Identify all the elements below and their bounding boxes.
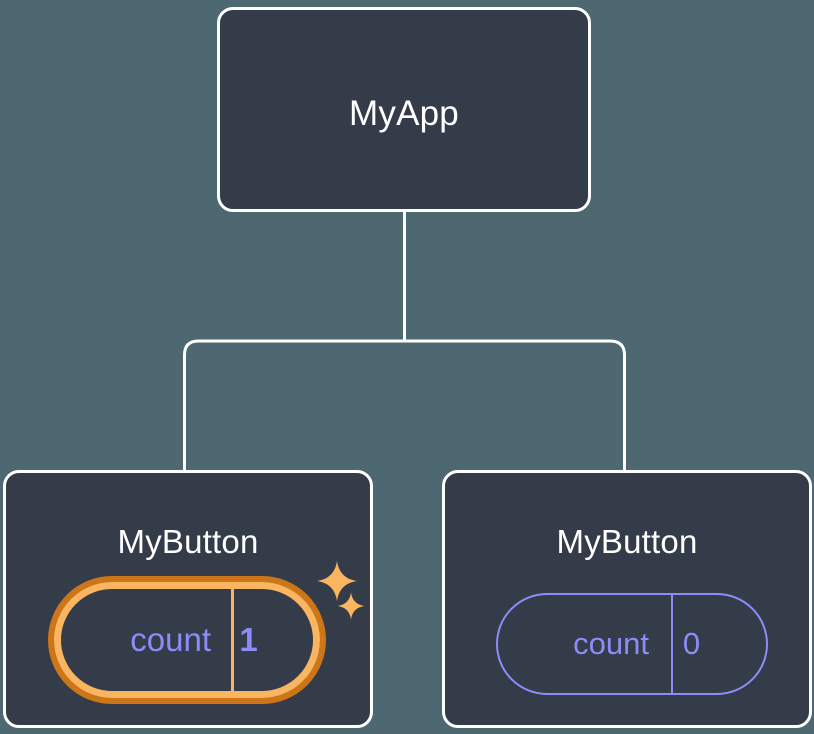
node-mybutton-right-label: MyButton: [556, 523, 698, 560]
node-myapp-label: MyApp: [349, 94, 459, 133]
node-myapp[interactable]: MyApp: [217, 7, 591, 212]
state-pill-count-plain[interactable]: count 0: [496, 593, 768, 695]
state-value-label: 0: [671, 595, 766, 693]
node-mybutton-left-label: MyButton: [117, 523, 259, 560]
state-value-label: 1: [231, 589, 313, 691]
state-pill-inner-ring: count 1: [54, 582, 320, 698]
node-mybutton-right[interactable]: MyButton count 0: [442, 470, 812, 728]
state-pill-count-highlighted[interactable]: count 1: [48, 576, 326, 704]
state-key-label: count: [130, 621, 211, 658]
node-mybutton-left[interactable]: MyButton count 1: [3, 470, 373, 728]
state-key-label: count: [573, 626, 649, 661]
connector-branch-bar: [183, 339, 626, 471]
